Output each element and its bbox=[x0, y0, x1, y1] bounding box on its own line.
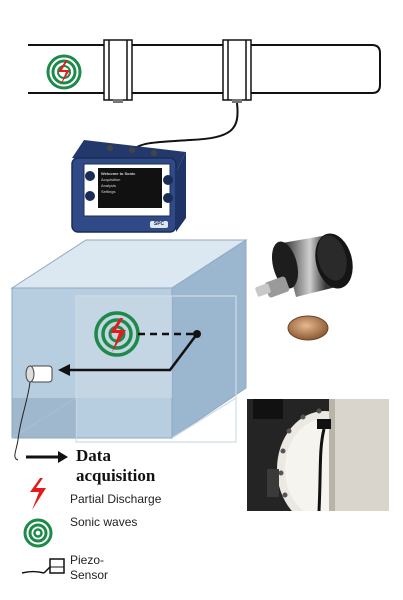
cube-partial-discharge-icon bbox=[110, 318, 126, 352]
pipe-clamp-right bbox=[222, 39, 252, 103]
brand-badge bbox=[150, 221, 168, 228]
legend-sonic-waves-icon bbox=[23, 518, 53, 548]
device-screen-line: Settings bbox=[101, 189, 116, 194]
device-brand-label: SPC bbox=[153, 221, 165, 227]
pipe-partial-discharge-icon bbox=[58, 60, 70, 86]
transformer-photo bbox=[247, 399, 389, 511]
legend-sonic-waves-label: Sonic waves bbox=[70, 515, 138, 529]
device-screen-title: Welcome to Sonic bbox=[101, 171, 136, 176]
legend-partial-discharge-label: Partial Discharge bbox=[70, 492, 162, 506]
legend-data-acquisition-label: Data acquisition bbox=[76, 446, 156, 485]
sensor-cable bbox=[132, 102, 239, 151]
legend-partial-discharge-icon bbox=[30, 478, 46, 510]
sensor-photo bbox=[252, 213, 372, 353]
device-screen bbox=[98, 168, 162, 208]
wave-path-solid bbox=[64, 333, 198, 372]
device-screen-line: Analysis bbox=[101, 183, 116, 188]
device-screen-text: Welcome to Sonic Acquisition Analysis Se… bbox=[101, 171, 159, 205]
pipe-clamp-left bbox=[103, 39, 133, 103]
piezo-sensor-on-cube bbox=[14, 365, 53, 461]
legend-data-acquisition-arrow-icon bbox=[26, 451, 68, 463]
legend-piezo-sensor-icon bbox=[21, 558, 65, 574]
device-screen-line: Acquisition bbox=[101, 177, 121, 182]
wave-arrowhead bbox=[58, 364, 70, 376]
measurement-device bbox=[71, 140, 186, 233]
legend-piezo-sensor-label: Piezo- Sensor bbox=[70, 553, 109, 582]
